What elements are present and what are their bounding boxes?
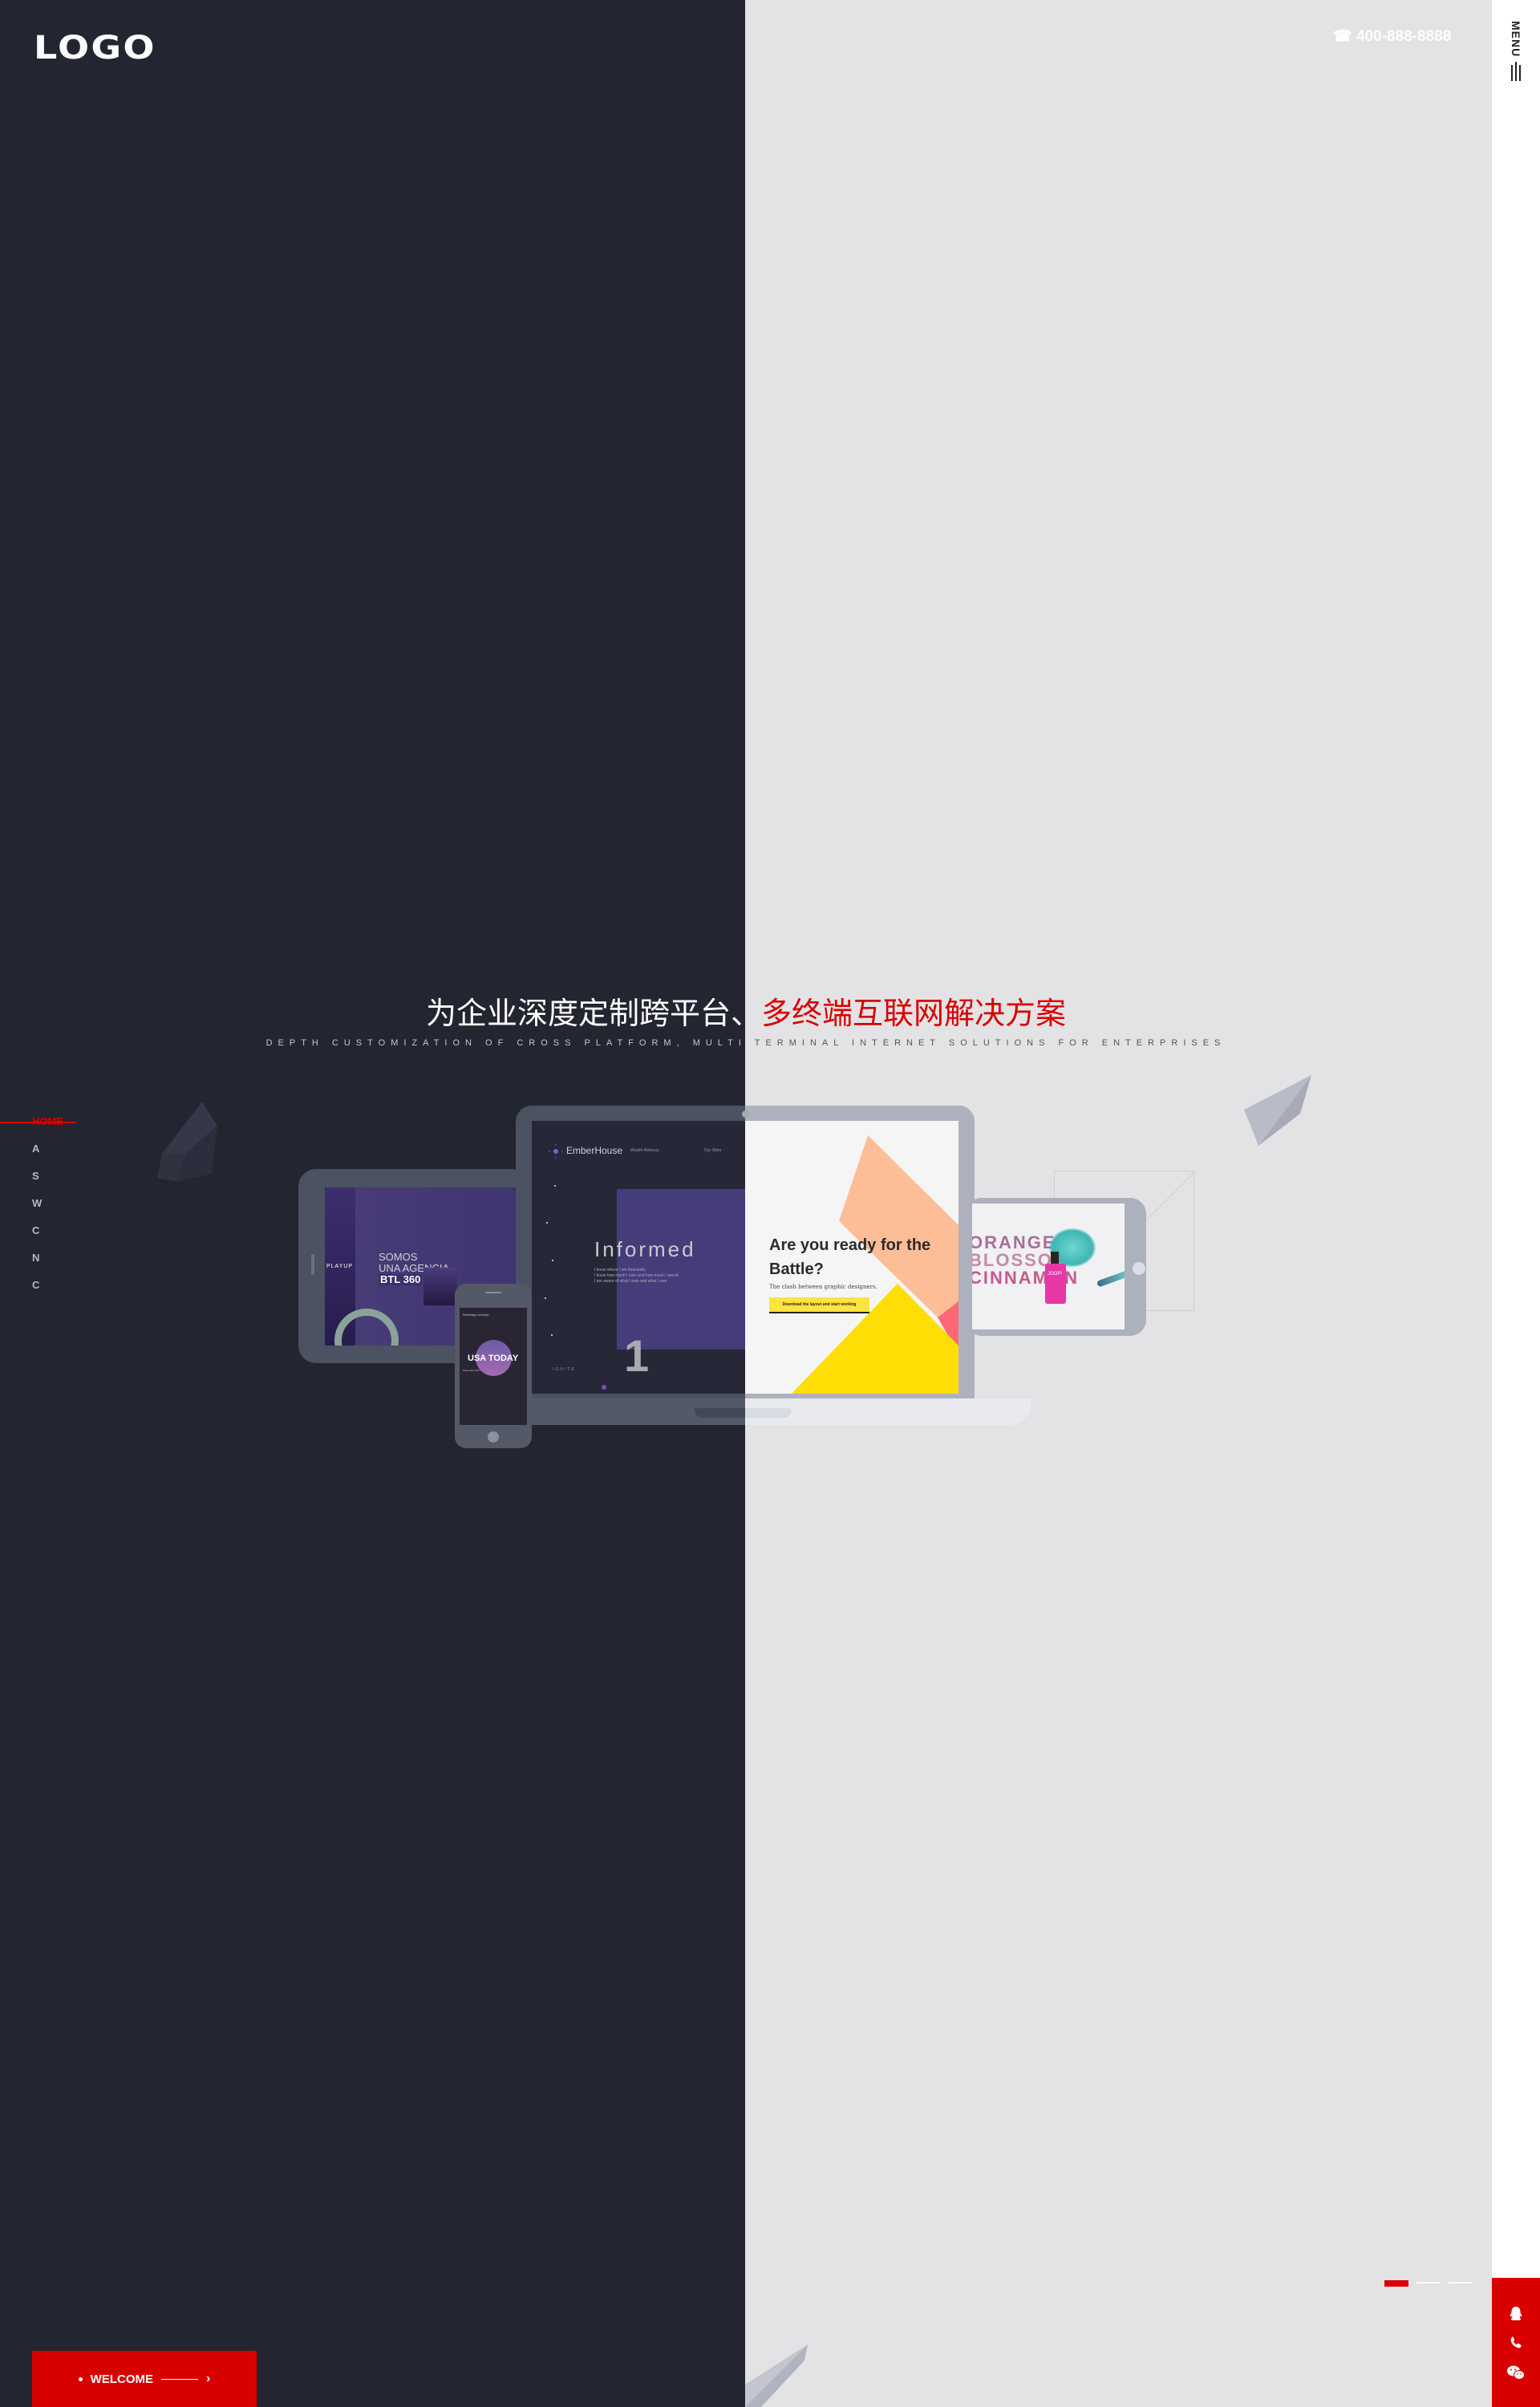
- slider-pagination: [1384, 2280, 1473, 2287]
- battle-heading: Are you ready for the Battle?: [769, 1236, 931, 1278]
- phone-number: ☎ 400-888-8888: [1333, 27, 1451, 46]
- wechat-icon[interactable]: [1492, 2364, 1540, 2381]
- phone-text: 400-888-8888: [1356, 28, 1452, 45]
- tablet-brand: PLAYUP: [326, 1264, 354, 1269]
- emberhouse-nav: Our Story: [704, 1148, 722, 1153]
- logo[interactable]: LOGO: [34, 30, 156, 67]
- geometric-shapes-decoration: [792, 1135, 958, 1394]
- side-navigation: HOME A S W C N C: [0, 1114, 76, 1305]
- phone-icon: ☎: [1333, 28, 1352, 45]
- laptop-base-right: [745, 1398, 1031, 1425]
- bullet-dot-icon: [78, 2377, 83, 2381]
- laptop-camera: [742, 1110, 749, 1118]
- menu-label: MENU: [1510, 21, 1522, 58]
- phone-icon[interactable]: [1492, 2336, 1540, 2350]
- phone-date: September 2017: [463, 1369, 481, 1372]
- qq-icon[interactable]: [1492, 2306, 1540, 2322]
- laptop-screen: EmberHouse Wealth Advisory Our Story Inf…: [532, 1121, 958, 1394]
- welcome-label: WELCOME: [90, 2372, 153, 2386]
- phone-title: USA TODAY: [468, 1354, 519, 1363]
- line-decoration: [161, 2378, 198, 2380]
- tablet-heading: SOMOS UNA AGENCIA BTL 360: [379, 1251, 450, 1285]
- laptop-notch-right: [745, 1408, 791, 1418]
- social-sidebar: [1492, 2278, 1540, 2407]
- slider-dot-2[interactable]: [1416, 2282, 1441, 2283]
- shard-decoration-icon: [157, 1102, 217, 1182]
- hero-title-red: 多终端互联网解决方案: [761, 996, 1067, 1031]
- battle-download-button: Download the layout and start working: [769, 1297, 869, 1313]
- hero-subtitle-right: TERMINAL INTERNET SOLUTIONS FOR ENTERPRI…: [746, 1038, 1226, 1048]
- sidenav-item-s[interactable]: S: [32, 1170, 39, 1182]
- emberhouse-tagline: Wealth Advisory: [630, 1148, 659, 1153]
- emberhouse-logo-icon: [549, 1144, 563, 1159]
- menu-button[interactable]: MENU: [1505, 21, 1527, 82]
- emberhouse-lines: I know where I am financially. I know ho…: [594, 1268, 679, 1284]
- emberhouse-number: 1: [624, 1330, 650, 1381]
- hero-title-white: 为企业深度定制跨平台、: [425, 996, 761, 1031]
- phone-tag: Redesign concept: [463, 1313, 489, 1317]
- right-side-panel: [1492, 0, 1540, 2407]
- slider-dot-1[interactable]: [1384, 2280, 1408, 2287]
- emberhouse-footer: IGNITE: [553, 1367, 576, 1372]
- hamburger-icon: [1511, 62, 1521, 82]
- tablet-right-screen: ORANGE BLOSSOM CINNAMON JOOP!: [972, 1204, 1125, 1329]
- tablet-left-screen: PLAYUP SOMOS UNA AGENCIA BTL 360: [325, 1187, 517, 1346]
- shard-decoration-icon: [745, 2344, 808, 2407]
- sidenav-item-n[interactable]: N: [32, 1252, 40, 1264]
- sidenav-item-home[interactable]: HOME: [0, 1114, 76, 1141]
- hero-title: 为企业深度定制跨平台、多终端互联网解决方案: [0, 993, 1492, 1033]
- sidenav-item-c[interactable]: C: [32, 1224, 40, 1236]
- battle-subheading: The clash between graphic designers.: [769, 1284, 877, 1290]
- chevron-right-icon: ›: [206, 2372, 211, 2385]
- welcome-button[interactable]: WELCOME ›: [32, 2351, 257, 2407]
- slider-dot-3[interactable]: [1449, 2282, 1473, 2283]
- emberhouse-brand: EmberHouse: [566, 1145, 623, 1156]
- sidenav-item-c2[interactable]: C: [32, 1279, 40, 1291]
- phone-screen: Redesign concept USA TODAY September 201…: [460, 1308, 527, 1425]
- sidenav-item-a[interactable]: A: [32, 1143, 40, 1155]
- sidenav-item-w[interactable]: W: [32, 1197, 43, 1209]
- emberhouse-heading: Informed: [594, 1237, 696, 1261]
- hero-subtitle-left: DEPTH CUSTOMIZATION OF CROSS PLATFORM, M…: [265, 1038, 747, 1048]
- shard-decoration-icon: [1244, 1075, 1311, 1146]
- battle-screen: Are you ready for the Battle? The clash …: [745, 1121, 958, 1394]
- hero-subtitle: DEPTH CUSTOMIZATION OF CROSS PLATFORM, M…: [0, 1038, 1492, 1048]
- emberhouse-screen: EmberHouse Wealth Advisory Our Story Inf…: [532, 1121, 745, 1394]
- perfume-brand: JOOP!: [1048, 1272, 1063, 1277]
